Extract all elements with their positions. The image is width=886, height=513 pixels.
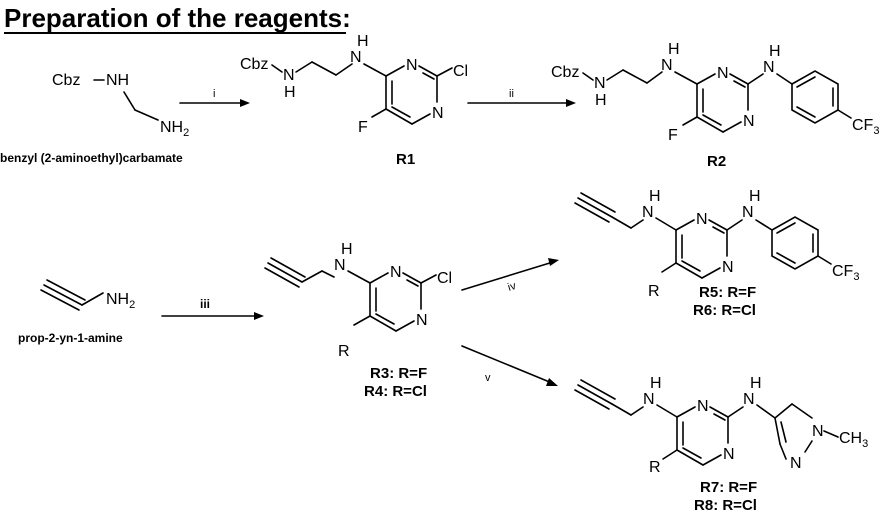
cf3-subscript: 3: [873, 125, 879, 137]
r7-ch3: CH3: [839, 430, 868, 450]
arrow-ii: ii: [467, 88, 576, 107]
r5-rf: : R=F: [718, 284, 756, 301]
r5-ring-n1: N: [722, 259, 734, 276]
r4-rcl: : R=Cl: [383, 383, 427, 400]
r3-h1: H: [341, 241, 353, 258]
nh2-label-2: NH2: [106, 291, 135, 311]
r2-f: F: [668, 127, 678, 144]
compound-r7-r8: N H N N R N H N N CH3 R7: R=F R8: R=Cl: [574, 375, 868, 513]
start-material-propargylamine: NH2 prop-2-yn-1-amine: [18, 279, 135, 345]
r3-cl: Cl: [437, 270, 452, 287]
r1-ring-n3: N: [406, 57, 418, 74]
r5-n2: N: [742, 204, 754, 221]
r7-rf: : R=F: [719, 479, 757, 496]
r5-caption: R5: R=F: [699, 284, 756, 301]
compound-r1: Cbz N H N H N N Cl F R1: [240, 33, 468, 168]
r1-n1: N: [283, 67, 295, 84]
compound-r3-r4: N H N N Cl R R3: R=F R4: R=Cl: [264, 241, 452, 400]
r3-ring-n3: N: [390, 264, 402, 281]
r5-label: R5: [699, 284, 718, 301]
arrow-v: v: [461, 345, 558, 386]
r7-ring-n1: N: [723, 446, 735, 463]
r3-n1: N: [334, 257, 346, 274]
r7-label: R7: [700, 479, 719, 496]
nh-text: NH: [160, 119, 183, 136]
r7-h2: H: [750, 375, 762, 392]
start-material-carbamate: Cbz NH NH2 benzyl (2-aminoethyl)carbamat…: [0, 72, 189, 165]
reagent-i: i: [213, 88, 215, 100]
r3-caption: R3: R=F: [370, 365, 427, 382]
r1-h2: H: [357, 33, 369, 50]
r2-cf3: CF3: [852, 117, 879, 137]
r8-rcl: : R=Cl: [713, 497, 757, 513]
r1-cbz: Cbz: [240, 56, 268, 73]
nh-text-2: NH: [106, 291, 129, 308]
r5-h2: H: [749, 188, 761, 205]
r2-h1: H: [595, 92, 607, 109]
arrow-iii: iii: [161, 297, 264, 320]
compound-r5-r6: N H N N R N H CF3 R5: R=F R6: R=Cl: [574, 188, 859, 319]
reagent-iii: iii: [200, 297, 210, 311]
r7-n1: N: [643, 391, 655, 408]
arrow-i: i: [179, 88, 250, 107]
nh2-subscript: 2: [183, 127, 189, 139]
ch-text: CH: [839, 430, 862, 447]
ch3-subscript: 3: [862, 438, 868, 450]
r7-n2: N: [743, 391, 755, 408]
r4-caption: R4: R=Cl: [364, 383, 427, 400]
r1-cl: Cl: [453, 63, 468, 80]
r1-f: F: [358, 119, 368, 136]
r1-h1: H: [284, 84, 296, 101]
r7-caption: R7: R=F: [700, 479, 757, 496]
scheme-title: Preparation of the reagents:: [4, 3, 351, 33]
start2-name: prop-2-yn-1-amine: [18, 331, 123, 345]
r1-ring-n1: N: [432, 105, 444, 122]
r2-n3: N: [763, 59, 775, 76]
r6-label: R6: [693, 302, 712, 319]
r2-ring-n3: N: [717, 65, 729, 82]
cf3-subscript-r5: 3: [853, 271, 859, 283]
r2-h3: H: [769, 43, 781, 60]
r6-rcl: : R=Cl: [712, 302, 756, 319]
r3-label: R3: [370, 365, 389, 382]
r2-cbz: Cbz: [551, 64, 579, 81]
r7-ring-n3: N: [697, 398, 709, 415]
r3-rf: : R=F: [389, 365, 427, 382]
r1-n2: N: [350, 49, 362, 66]
reagent-v: v: [485, 372, 491, 384]
r2-ring-n1: N: [743, 113, 755, 130]
r2-n2: N: [661, 57, 673, 74]
r5-n1: N: [642, 204, 654, 221]
r7-pz-n2: N: [790, 455, 802, 472]
cf-text-r5: CF: [832, 263, 854, 280]
r5-cf3: CF3: [832, 263, 859, 283]
r3-r: R: [338, 343, 350, 360]
r5-ring-n3: N: [696, 211, 708, 228]
reagent-ii: ii: [509, 88, 514, 100]
r6-caption: R6: R=Cl: [693, 302, 756, 319]
nh2-label: NH2: [160, 119, 189, 139]
r5-h1: H: [649, 188, 661, 205]
r8-label: R8: [694, 497, 713, 513]
r5-r: R: [648, 283, 660, 300]
nh-label: NH: [106, 72, 129, 89]
r7-pz-n1: N: [812, 423, 824, 440]
r2-n1: N: [594, 75, 606, 92]
cf-text: CF: [852, 117, 874, 134]
r7-r: R: [649, 459, 661, 476]
start1-name: benzyl (2-aminoethyl)carbamate: [0, 151, 183, 165]
cbz-label: Cbz: [52, 72, 80, 89]
r1-label: R1: [396, 151, 415, 168]
r7-h1: H: [650, 375, 662, 392]
r4-label: R4: [364, 383, 384, 400]
arrow-iv: iv: [461, 258, 559, 294]
reagent-iv: iv: [506, 280, 518, 294]
r8-caption: R8: R=Cl: [694, 497, 757, 513]
compound-r2: Cbz N H N H N N F N H CF3 R2: [551, 41, 879, 170]
r2-label: R2: [707, 153, 726, 170]
r3-ring-n1: N: [416, 312, 428, 329]
nh2-subscript-2: 2: [129, 299, 135, 311]
r2-h2: H: [668, 41, 680, 58]
